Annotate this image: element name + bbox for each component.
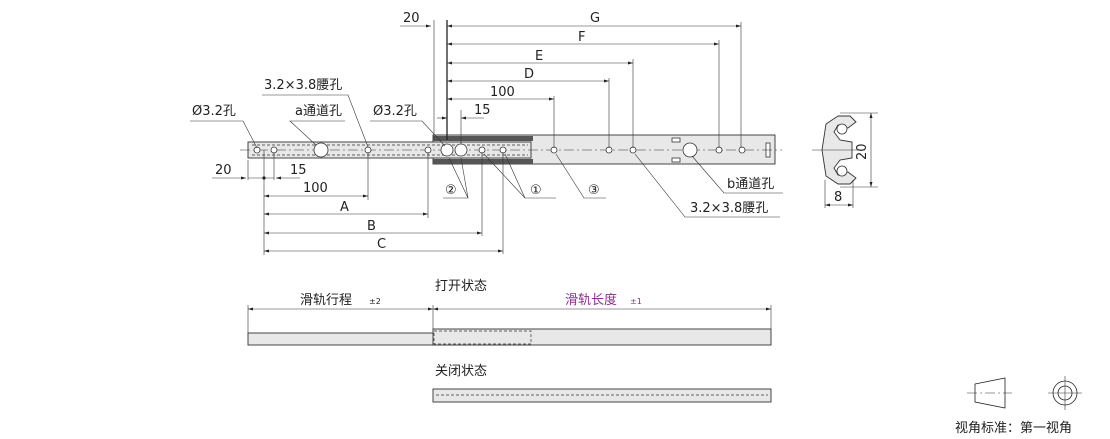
dim-C: C [377,237,386,252]
label-slot-right: 3.2×3.8腰孔 [690,201,768,216]
callouts: Ø3.2孔 a通道孔 3.2×3.8腰孔 Ø3.2孔 ② ① ③ b通道孔 3.… [190,78,783,218]
dim-B: B [367,219,376,234]
top-dimensions: 20 G F E D 100 15 [400,11,742,148]
rail-top-view [240,134,782,165]
length-label: 滑轨长度 [565,292,617,308]
length-tolerance: ±1 [630,297,642,306]
first-angle-projection-symbol: 视角标准：第一视角 [955,376,1082,436]
label-b-hole: b通道孔 [727,177,774,192]
dim-G: G [590,11,600,26]
stroke-tolerance: ±2 [369,297,381,306]
a-through-hole [313,142,329,158]
bottom-dimensions: 20 15 100 A B C [212,150,504,255]
dim-A: A [340,200,349,215]
projection-label: 视角标准：第一视角 [955,421,1072,436]
label-a-hole: a通道孔 [295,104,342,119]
dim-100-top: 100 [490,85,515,100]
label-slot-left: 3.2×3.8腰孔 [264,78,342,93]
ball-cage-bottom [433,159,533,164]
closed-state: 关闭状态 [432,364,772,403]
dim-15-bottom: 15 [290,163,307,178]
dim-profile-20: 20 [855,143,870,160]
label-mark-2: ② [445,183,457,198]
dim-20-top: 20 [403,11,420,26]
dim-15-top: 15 [474,103,491,118]
ball-cage-top [433,136,533,141]
label-hole-mid: Ø3.2孔 [373,104,417,119]
dim-profile-8: 8 [834,190,842,205]
b-through-hole [682,142,698,158]
closed-state-label: 关闭状态 [435,364,487,379]
dim-100-bottom: 100 [303,181,328,196]
label-mark-1: ① [530,183,542,198]
label-mark-3: ③ [588,183,600,198]
dim-F: F [578,30,585,45]
dim-D: D [524,67,534,82]
open-state: 打开状态 滑轨行程 ±2 滑轨长度 ±1 [247,279,772,346]
profile-view: 20 8 [812,112,878,208]
dim-E: E [535,49,543,64]
stroke-label: 滑轨行程 [300,293,352,308]
dim-20-bottom: 20 [215,163,232,178]
label-hole-left: Ø3.2孔 [192,104,236,119]
open-state-label: 打开状态 [435,279,487,294]
